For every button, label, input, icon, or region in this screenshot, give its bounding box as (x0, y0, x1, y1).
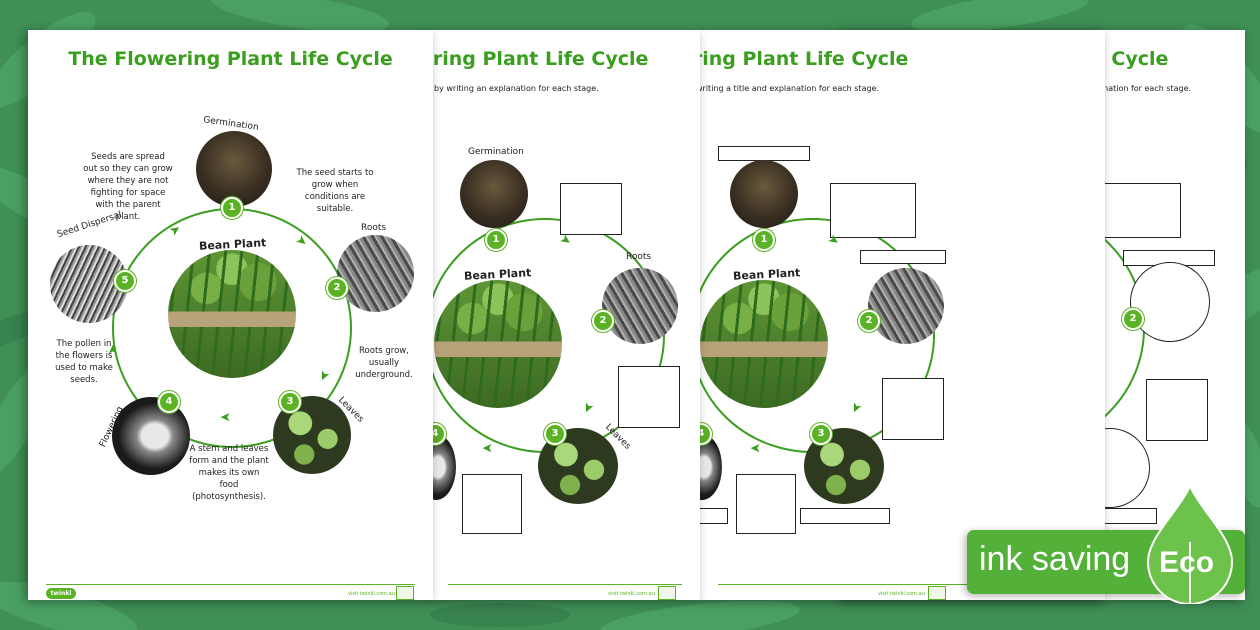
germination-photo (196, 131, 272, 207)
stage-number: 1 (485, 229, 507, 251)
footer-rule (448, 584, 682, 585)
footer-badge (396, 586, 414, 600)
stage-description: A stem and leaves form and the plant mak… (189, 444, 269, 502)
explanation-box[interactable] (462, 474, 522, 534)
stage-name: Roots (626, 252, 652, 262)
explanation-box[interactable] (882, 378, 944, 440)
stage-description: Seeds are spread out so they can grow wh… (83, 152, 173, 222)
footer-url[interactable]: visit twinkl.com.au (608, 591, 655, 597)
germination-photo (730, 160, 798, 228)
stage-description: The pollen in the flowers is used to mak… (55, 339, 113, 385)
explanation-box[interactable] (830, 183, 916, 238)
bean-plant-photo (168, 250, 296, 378)
worksheet-sheet-3: ering Plant Life Cycle writing a title a… (700, 30, 1105, 600)
title-box[interactable] (718, 146, 810, 161)
sheet-instructions: writing a title and explanation for each… (700, 84, 880, 93)
stage-number: 2 (1122, 308, 1144, 330)
ink-saving-label: ink saving (979, 540, 1131, 578)
roots-photo (337, 235, 414, 312)
title-box[interactable] (800, 508, 890, 524)
footer-url[interactable]: visit twinkl.com.au (348, 591, 395, 597)
bean-plant-photo (700, 280, 828, 408)
footer-badge (928, 586, 946, 600)
stage-description: Roots grow, usually underground. (355, 346, 413, 380)
germination-photo (460, 160, 528, 228)
flowering-photo (112, 397, 190, 475)
eco-drop-icon (1146, 483, 1234, 604)
sheet-title: ering Plant Life Cycle (430, 48, 649, 70)
stage-number: 3 (544, 423, 566, 445)
stage-number: 1 (753, 229, 775, 251)
footer-rule (718, 584, 1087, 585)
bean-plant-photo (434, 280, 562, 408)
arrow-icon: ➤ (750, 440, 761, 455)
eco-label: Eco (1159, 546, 1215, 579)
stage-number: 5 (114, 270, 136, 292)
stage-name: Roots (361, 223, 387, 233)
footer-url[interactable]: visit twinkl.com.au (878, 591, 925, 597)
title-box[interactable] (700, 508, 728, 524)
arrow-icon: ➤ (482, 440, 493, 455)
sheet-title: The Flowering Plant Life Cycle (68, 48, 393, 70)
flowering-photo (700, 434, 722, 500)
twinkl-logo: twinkl (46, 588, 76, 599)
stage-number: 4 (430, 423, 446, 445)
stage-name: Germination (468, 147, 524, 157)
stage-number: 3 (279, 391, 301, 413)
stage-number: 4 (158, 391, 180, 413)
stage-description: The seed starts to grow when conditions … (296, 168, 374, 214)
footer-rule (46, 584, 415, 585)
roots-photo (602, 268, 678, 344)
worksheet-sheet-1: The Flowering Plant Life Cycle Germinati… (28, 30, 433, 600)
arrow-icon: ➤ (220, 409, 231, 424)
stage-number: 1 (221, 197, 243, 219)
arrow-icon: ➤ (105, 344, 121, 355)
explanation-box[interactable] (560, 183, 622, 235)
stage-number: 2 (592, 310, 614, 332)
footer-badge (658, 586, 676, 600)
stage-number: 2 (858, 310, 880, 332)
sheet-title: ering Plant Life Cycle (700, 48, 909, 70)
explanation-box[interactable] (736, 474, 796, 534)
picture-space-circle (1130, 262, 1210, 342)
worksheet-sheet-2: ering Plant Life Cycle by writing an exp… (430, 30, 700, 600)
explanation-box[interactable] (1146, 379, 1208, 441)
roots-photo (868, 268, 944, 344)
explanation-box[interactable] (618, 366, 680, 428)
stage-number: 2 (326, 277, 348, 299)
sheet-instructions: by writing an explanation for each stage… (434, 84, 599, 93)
title-box[interactable] (860, 250, 946, 264)
stage-number: 3 (810, 423, 832, 445)
